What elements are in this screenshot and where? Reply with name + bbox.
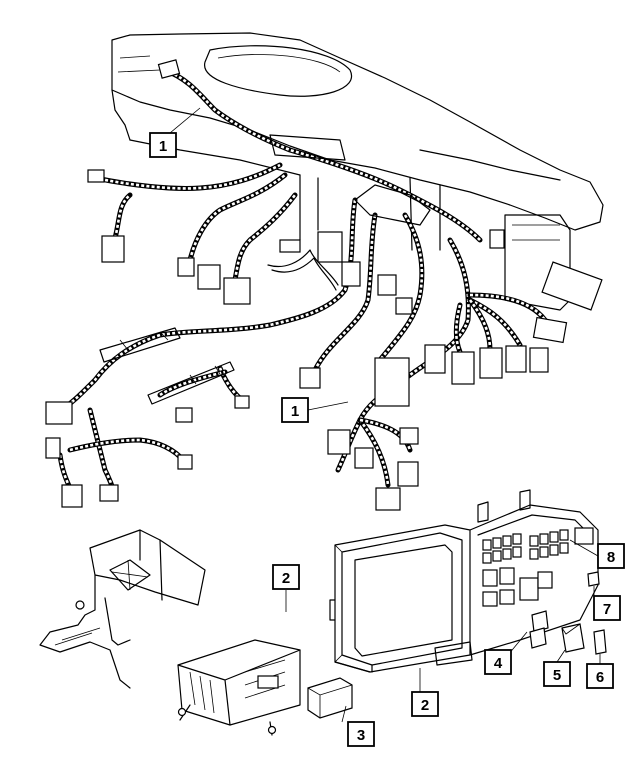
fuse-grid xyxy=(482,527,594,607)
svg-text:8: 8 xyxy=(607,549,615,566)
callout-2-left: 2 xyxy=(272,564,300,590)
callout-1-lower: 1 xyxy=(281,397,309,423)
relay-4 xyxy=(529,610,549,649)
module-left xyxy=(177,639,301,736)
mounting-bracket xyxy=(39,529,206,689)
callout-5: 5 xyxy=(543,661,571,687)
callout-3: 3 xyxy=(347,721,375,747)
svg-text:2: 2 xyxy=(282,570,290,587)
callout-2-right: 2 xyxy=(411,691,439,717)
relay-5 xyxy=(561,623,585,653)
callout-6: 6 xyxy=(586,663,614,689)
callout-4: 4 xyxy=(484,649,512,675)
svg-text:5: 5 xyxy=(553,667,561,684)
svg-text:6: 6 xyxy=(596,669,604,686)
svg-text:7: 7 xyxy=(603,601,611,618)
leader-lines xyxy=(169,107,601,723)
junction-block xyxy=(329,489,599,673)
svg-text:1: 1 xyxy=(291,403,299,420)
instrument-panel xyxy=(111,32,604,311)
callout-8: 8 xyxy=(597,543,625,569)
callout-1-upper: 1 xyxy=(149,132,177,158)
svg-text:2: 2 xyxy=(421,697,429,714)
svg-text:3: 3 xyxy=(357,727,365,744)
svg-text:4: 4 xyxy=(494,655,503,672)
svg-text:1: 1 xyxy=(159,138,167,155)
fuse-7 xyxy=(587,571,600,587)
wiring-harness xyxy=(45,59,603,511)
relay-block-3 xyxy=(307,677,353,719)
fuse-6 xyxy=(593,629,607,655)
callout-7: 7 xyxy=(593,595,621,621)
